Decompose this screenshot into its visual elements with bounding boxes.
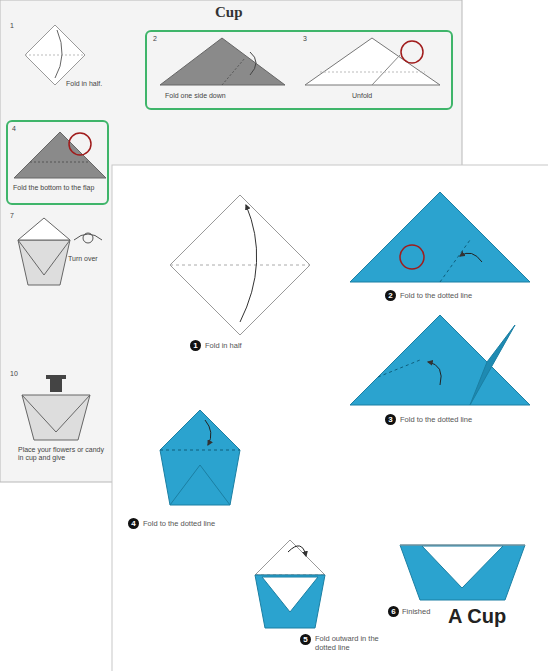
step1-back [25, 25, 85, 85]
step4-back [14, 132, 106, 178]
step-instruction: Fold to the dotted line [400, 291, 520, 300]
highlight-circle [400, 245, 424, 269]
step-number: 5 [300, 634, 311, 645]
step-number: 7 [10, 212, 30, 220]
step-number: 1 [190, 340, 201, 351]
step5-front [255, 540, 325, 628]
step-instruction: Unfold [352, 92, 412, 100]
step10-back [22, 375, 90, 440]
step-instruction: Finished [402, 607, 442, 616]
step-number: 3 [303, 35, 323, 43]
step-instruction: Fold one side down [165, 92, 290, 100]
step-number: 4 [12, 125, 32, 133]
step-instruction: Fold the bottom to the flap [13, 184, 105, 192]
step-instruction: Place your flowers or candy in cup and g… [18, 446, 106, 463]
step-instruction: Fold outward in the dotted line [315, 634, 390, 652]
sheet-title: Cup [215, 4, 243, 21]
step-instruction: Fold in half [205, 341, 285, 350]
highlight-circle [401, 41, 423, 63]
step-instruction: Fold in half. [66, 80, 126, 88]
step-number: 4 [128, 518, 139, 529]
highlight-box: 4Fold the bottom to the flap [6, 120, 109, 205]
highlight-circle [69, 133, 91, 155]
step-instruction: Fold to the dotted line [143, 519, 263, 528]
step7-back [18, 218, 102, 285]
step-number: 1 [10, 22, 30, 30]
step-instruction: Turn over [68, 255, 108, 263]
cup-heading: A Cup [448, 606, 543, 626]
step2-front [350, 192, 530, 282]
sheet [112, 165, 548, 671]
step-number: 3 [385, 414, 396, 425]
step-number: 2 [385, 290, 396, 301]
step6-front [400, 545, 525, 600]
step3-front [350, 315, 530, 405]
step1-front [170, 195, 310, 335]
step4-front [160, 410, 240, 505]
step-number: 2 [153, 35, 173, 43]
highlight-box: 2Fold one side down 3Unfold [145, 30, 453, 110]
step2-3-back [160, 38, 440, 85]
step-number: 10 [10, 370, 30, 378]
step-instruction: Fold to the dotted line [400, 415, 520, 424]
step-number: 6 [388, 606, 399, 617]
